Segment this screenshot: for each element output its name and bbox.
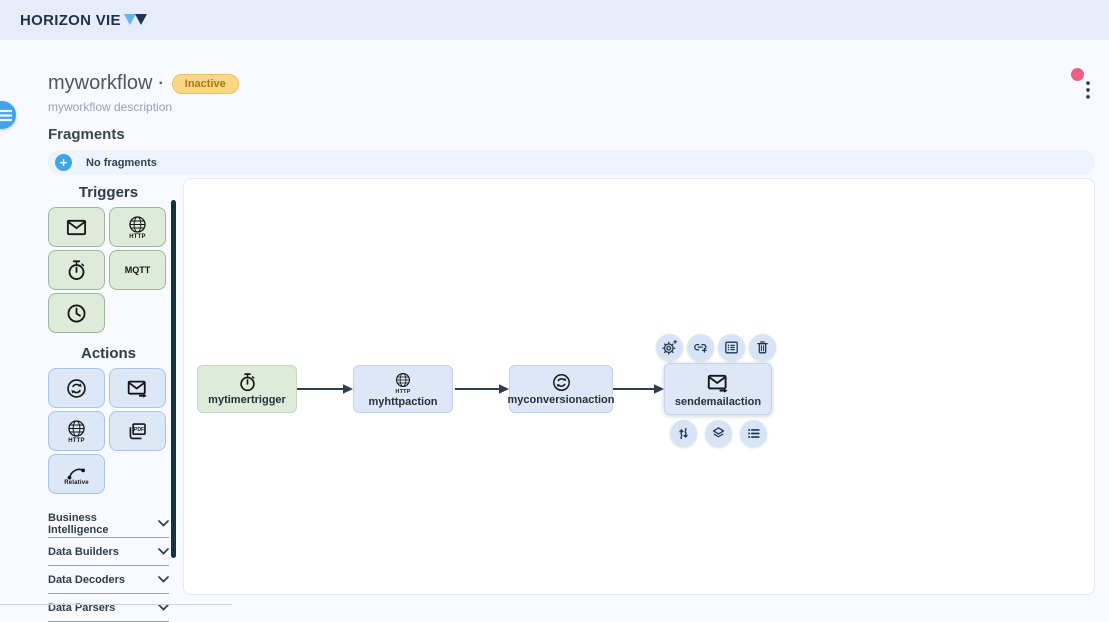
http-label: HTTP xyxy=(129,234,146,240)
stopwatch-icon xyxy=(65,259,88,282)
brand-logo: HORIZON VIE xyxy=(20,12,149,29)
app-header: HORIZON VIE xyxy=(0,0,1109,40)
node-settings-button[interactable] xyxy=(656,334,683,361)
brand-text: HORIZON VIE xyxy=(20,11,121,29)
workflow-canvas[interactable]: mytimertrigger HTTP myhttpaction myconve… xyxy=(183,178,1095,595)
fragments-heading: Fragments xyxy=(48,126,125,143)
node-list-button[interactable] xyxy=(740,420,767,447)
mqtt-label: MQTT xyxy=(124,265,151,275)
actions-grid: HTTP PDF Relative xyxy=(48,368,169,494)
pdf-action-button[interactable]: PDF xyxy=(109,411,166,451)
workflow-title-row: myworkflow · Inactive xyxy=(48,72,239,95)
node-palette: Triggers HTTP xyxy=(48,180,169,622)
menu-list-icon xyxy=(745,425,762,442)
mail-icon xyxy=(65,216,88,239)
send-email-action-button[interactable] xyxy=(109,368,166,408)
status-badge: Inactive xyxy=(171,73,239,94)
chevron-down-icon xyxy=(158,576,169,583)
node-delete-button[interactable] xyxy=(749,334,776,361)
fragments-bar: + No fragments xyxy=(48,150,1095,175)
palette-scrollbar[interactable] xyxy=(171,200,176,558)
http-trigger-button[interactable]: HTTP xyxy=(109,207,166,247)
node-label: myhttpaction xyxy=(368,395,438,408)
category-data-decoders[interactable]: Data Decoders xyxy=(48,566,169,594)
clock-icon xyxy=(65,302,88,325)
stopwatch-icon xyxy=(237,372,258,393)
http-label: HTTP xyxy=(395,388,411,395)
actions-heading: Actions xyxy=(80,345,136,362)
globe-icon xyxy=(66,418,87,439)
workflow-description: myworkflow description xyxy=(48,100,173,114)
globe-icon xyxy=(127,214,148,235)
triggers-heading: Triggers xyxy=(78,184,139,201)
http-label: HTTP xyxy=(68,438,85,444)
title-separator: · xyxy=(158,74,164,92)
node-layers-button[interactable] xyxy=(705,420,732,447)
relative-label: Relative xyxy=(64,479,89,486)
chevron-down-icon xyxy=(158,520,169,527)
mqtt-trigger-button[interactable]: MQTT xyxy=(109,250,166,290)
email-trigger-button[interactable] xyxy=(48,207,105,247)
selected-node-toolbar-bottom xyxy=(670,420,767,447)
panel-bottom-divider xyxy=(0,604,232,605)
node-sendemailaction[interactable]: sendemailaction xyxy=(664,363,772,415)
trash-icon xyxy=(754,339,771,356)
add-fragment-button[interactable]: + xyxy=(55,154,72,171)
node-add-link-button[interactable] xyxy=(687,334,714,361)
gear-plus-icon xyxy=(661,339,678,356)
hamburger-icon xyxy=(0,109,12,122)
category-data-builders[interactable]: Data Builders xyxy=(48,538,169,566)
node-label: myconversionaction xyxy=(507,394,615,406)
globe-icon xyxy=(394,371,412,389)
cycle-icon xyxy=(551,372,572,393)
node-mytimertrigger[interactable]: mytimertrigger xyxy=(197,365,297,413)
http-action-button[interactable]: HTTP xyxy=(48,411,105,451)
curve-action-button[interactable]: Relative xyxy=(48,454,105,494)
category-business-intelligence[interactable]: Business Intelligence xyxy=(48,510,169,538)
form-icon xyxy=(723,339,740,356)
chevron-down-icon xyxy=(158,604,169,611)
triangles-logo-icon xyxy=(123,14,149,26)
drawer-menu-button[interactable] xyxy=(0,101,16,129)
send-mail-icon xyxy=(126,377,149,400)
svg-text:PDF: PDF xyxy=(134,427,144,433)
node-myhttpaction[interactable]: HTTP myhttpaction xyxy=(353,365,453,413)
fragments-empty-label: No fragments xyxy=(86,156,157,169)
curve-icon xyxy=(65,463,88,481)
schedule-trigger-button[interactable] xyxy=(48,293,105,333)
palette-categories: Business Intelligence Data Builders Data… xyxy=(48,510,169,622)
chevron-down-icon xyxy=(158,548,169,555)
selected-node-toolbar-top xyxy=(656,334,776,361)
connection-arrows xyxy=(297,384,664,394)
node-swap-order-button[interactable] xyxy=(670,420,697,447)
more-options-button[interactable] xyxy=(1080,79,1096,101)
send-mail-icon xyxy=(706,371,730,395)
swap-vertical-icon xyxy=(675,425,692,442)
pdf-icon: PDF xyxy=(126,420,149,443)
timer-trigger-button[interactable] xyxy=(48,250,105,290)
triggers-grid: HTTP MQTT xyxy=(48,207,169,333)
node-myconversionaction[interactable]: myconversionaction xyxy=(507,365,615,413)
workflow-title: myworkflow xyxy=(48,72,153,94)
node-label: sendemailaction xyxy=(674,395,762,408)
conversion-action-button[interactable] xyxy=(48,368,105,408)
category-data-parsers[interactable]: Data Parsers xyxy=(48,594,169,622)
notification-dot xyxy=(1071,68,1084,81)
layers-icon xyxy=(710,425,727,442)
plus-circle-icon: + xyxy=(59,155,68,170)
cycle-icon xyxy=(65,377,88,400)
link-icon xyxy=(692,339,709,356)
node-details-form-button[interactable] xyxy=(718,334,745,361)
kebab-icon xyxy=(1086,81,1090,99)
node-label: mytimertrigger xyxy=(208,394,286,406)
